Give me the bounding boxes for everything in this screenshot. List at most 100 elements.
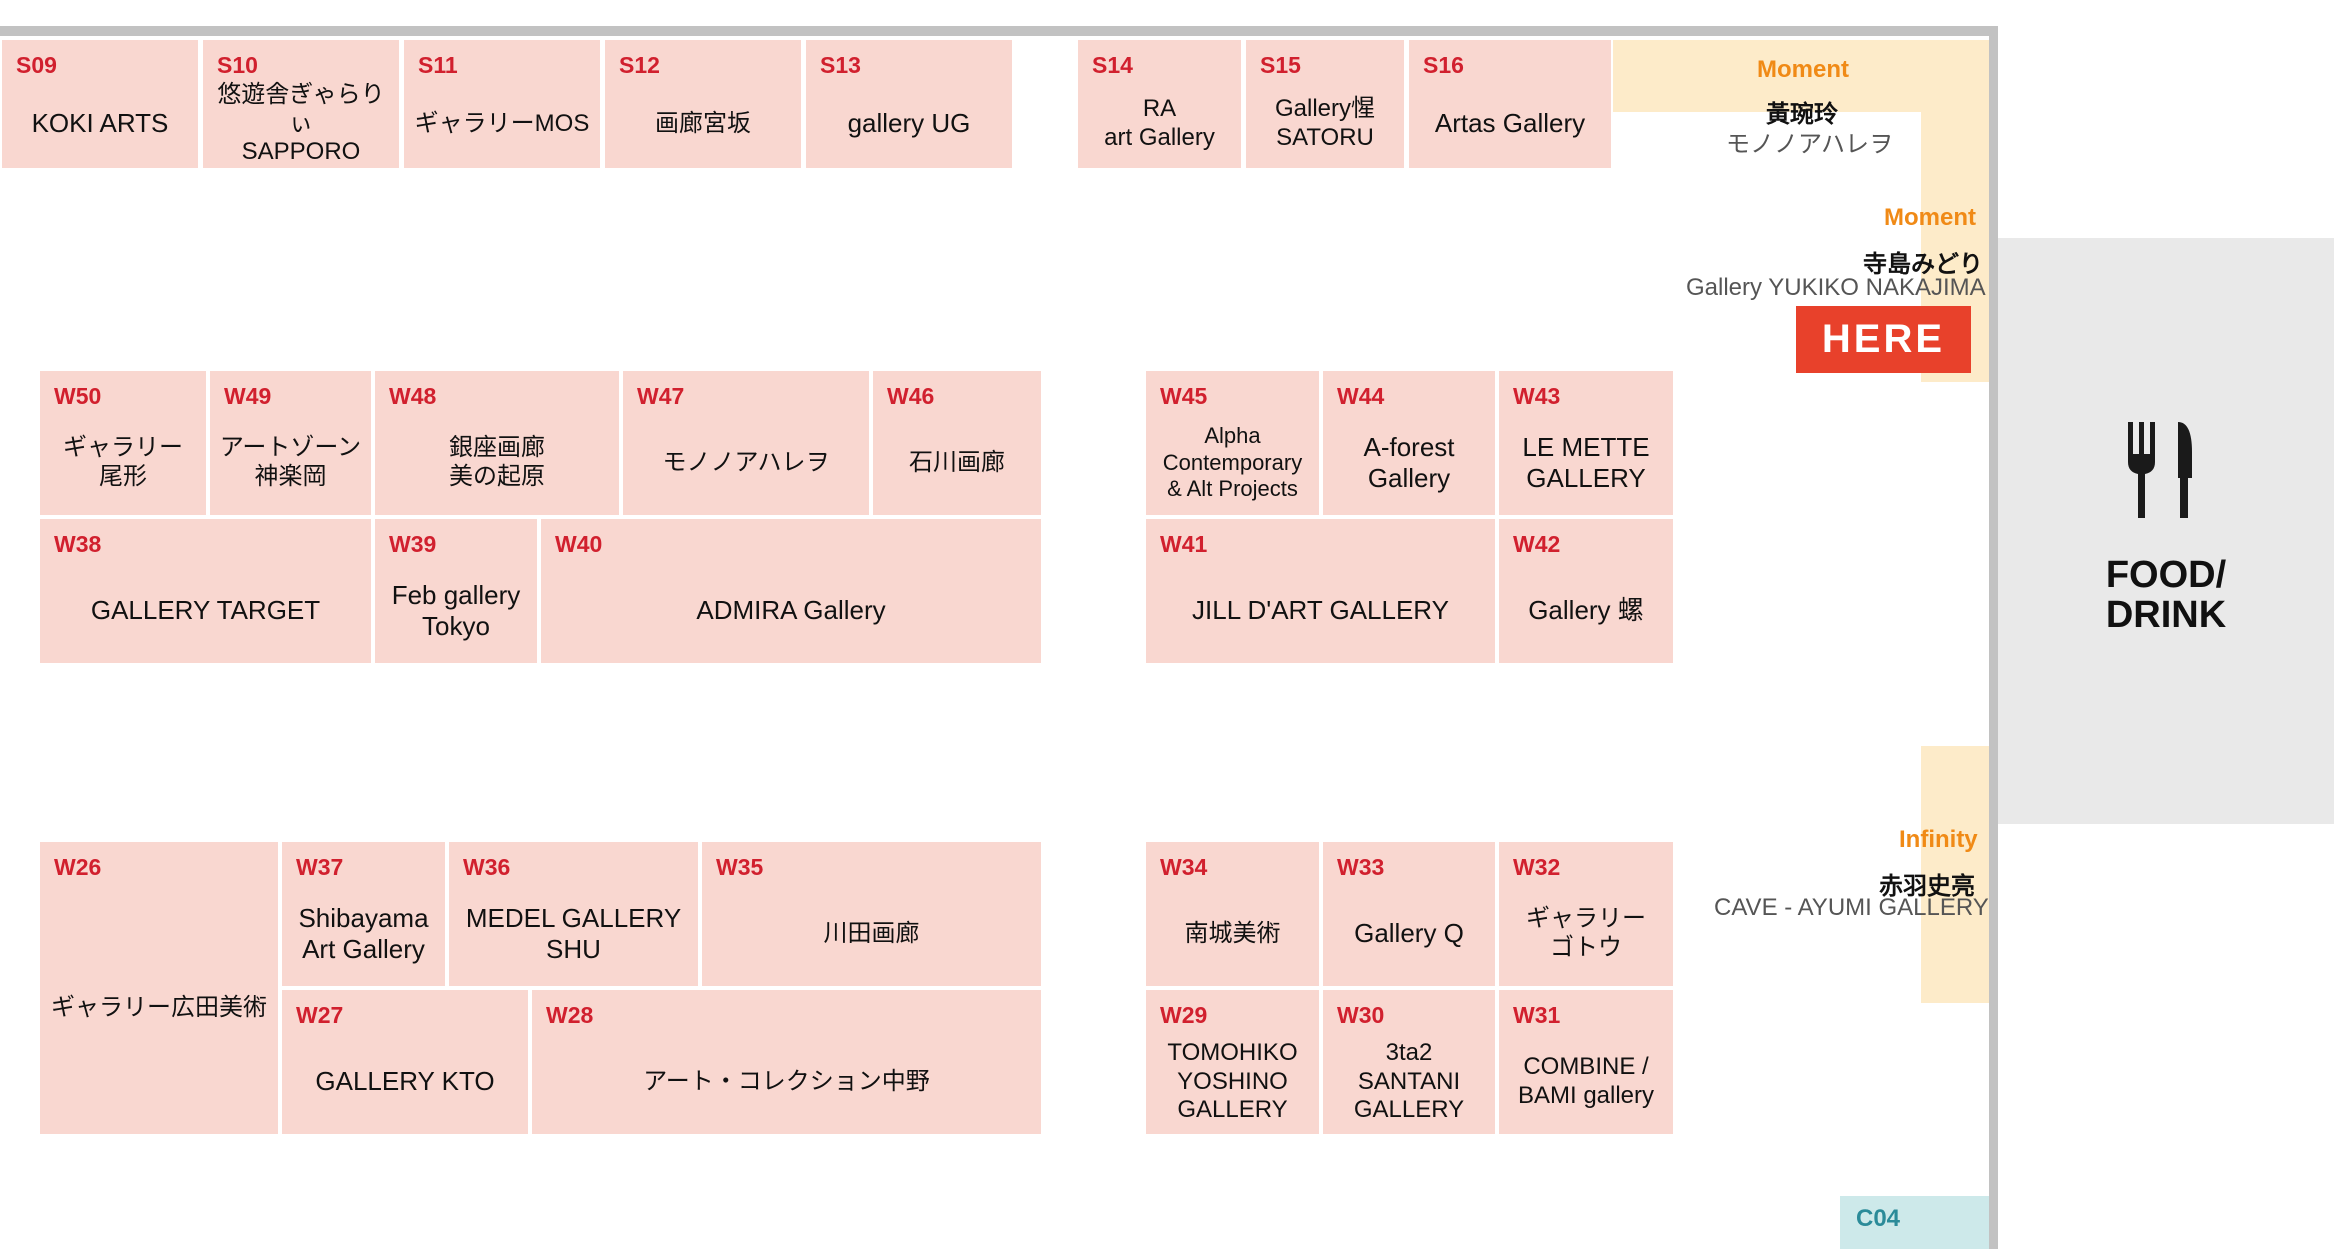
booth-name: COMBINE / BAMI gallery xyxy=(1517,1053,1655,1109)
booth-s09[interactable]: S09 KOKI ARTS xyxy=(2,40,198,168)
booth-name: Gallery惺 SATORU xyxy=(1274,95,1376,151)
booth-name: MEDEL GALLERY SHU xyxy=(465,902,682,964)
booth-w43[interactable]: W43 LE METTE GALLERY xyxy=(1499,371,1673,515)
booth-name: Gallery 螺 xyxy=(1528,595,1644,626)
booth-name: ADMIRA Gallery xyxy=(696,595,886,626)
booth-w50[interactable]: W50 ギャラリー 尾形 xyxy=(40,371,206,515)
moment-gallery-1: モノノアハレヲ xyxy=(1726,131,1894,158)
moment-artist-2: 寺島みどり xyxy=(1863,251,1983,278)
food-drink-label: FOOD/ DRINK xyxy=(2105,554,2227,636)
booth-code: W30 xyxy=(1337,1002,1385,1028)
booth-s11[interactable]: S11 ギャラリーMOS xyxy=(404,40,600,168)
infinity-label: Infinity xyxy=(1899,826,1978,853)
booth-code: W41 xyxy=(1160,531,1208,557)
booth-code: W48 xyxy=(389,383,437,409)
booth-s16[interactable]: S16 Artas Gallery xyxy=(1409,40,1611,168)
booth-name: 悠遊舎ぎゃらりぃ SAPPORO xyxy=(217,80,385,166)
booth-name: 南城美術 xyxy=(1184,919,1281,947)
booth-name: ギャラリーMOS xyxy=(414,109,590,137)
booth-code: W50 xyxy=(54,383,102,409)
booth-name: 銀座画廊 美の起原 xyxy=(449,434,545,490)
booth-name: ギャラリー 尾形 xyxy=(63,434,183,490)
booth-w49[interactable]: W49 アートゾーン 神楽岡 xyxy=(210,371,371,515)
booth-w44[interactable]: W44 A-forest Gallery xyxy=(1323,371,1495,515)
booth-name: Shibayama Art Gallery xyxy=(298,902,429,964)
booth-name: ギャラリー広田美術 xyxy=(51,993,267,1021)
booth-w32[interactable]: W32 ギャラリー ゴトウ xyxy=(1499,842,1673,986)
booth-code: W29 xyxy=(1160,1002,1208,1028)
booth-code: S15 xyxy=(1260,52,1301,78)
moment-label-1: Moment xyxy=(1757,56,1849,83)
booth-code: S14 xyxy=(1092,52,1133,78)
booth-code: W31 xyxy=(1513,1002,1561,1028)
booth-name: Alpha Contemporary & Alt Projects xyxy=(1162,422,1303,502)
booth-name: 川田画廊 xyxy=(823,919,920,947)
booth-code: W44 xyxy=(1337,383,1385,409)
booth-w39[interactable]: W39 Feb gallery Tokyo xyxy=(375,519,537,663)
booth-w29[interactable]: W29 TOMOHIKO YOSHINO GALLERY xyxy=(1146,990,1319,1134)
booth-name: GALLERY KTO xyxy=(315,1066,495,1097)
booth-code: W35 xyxy=(716,854,764,880)
booth-w40[interactable]: W40 ADMIRA Gallery xyxy=(541,519,1041,663)
booth-name: Gallery Q xyxy=(1354,918,1464,949)
booth-name: 画廊宮坂 xyxy=(655,109,751,137)
booth-name: モノノアハレヲ xyxy=(662,448,830,476)
booth-code: S13 xyxy=(820,52,861,78)
booth-w47[interactable]: W47 モノノアハレヲ xyxy=(623,371,869,515)
booth-w48[interactable]: W48 銀座画廊 美の起原 xyxy=(375,371,619,515)
booth-name: gallery UG xyxy=(847,108,971,139)
booth-w26[interactable]: W26 ギャラリー広田美術 xyxy=(40,842,278,1134)
infinity-artist: 赤羽史亮 xyxy=(1879,873,1975,900)
booth-s15[interactable]: S15 Gallery惺 SATORU xyxy=(1246,40,1404,168)
booth-w36[interactable]: W36 MEDEL GALLERY SHU xyxy=(449,842,698,986)
booth-code: W37 xyxy=(296,854,344,880)
booth-w38[interactable]: W38 GALLERY TARGET xyxy=(40,519,371,663)
booth-w41[interactable]: W41 JILL D'ART GALLERY xyxy=(1146,519,1495,663)
booth-code: W27 xyxy=(296,1002,344,1028)
booth-w28[interactable]: W28 アート・コレクション中野 xyxy=(532,990,1041,1134)
booth-code: C04 xyxy=(1856,1205,1901,1232)
booth-w34[interactable]: W34 南城美術 xyxy=(1146,842,1319,986)
booth-code: W42 xyxy=(1513,531,1561,557)
booth-code: S12 xyxy=(619,52,660,78)
booth-w45[interactable]: W45 Alpha Contemporary & Alt Projects xyxy=(1146,371,1319,515)
booth-code: W28 xyxy=(546,1002,594,1028)
booth-name: GALLERY TARGET xyxy=(90,595,321,626)
booth-code: W32 xyxy=(1513,854,1561,880)
booth-w35[interactable]: W35 川田画廊 xyxy=(702,842,1041,986)
booth-name: RA art Gallery xyxy=(1104,95,1215,151)
booth-code: W45 xyxy=(1160,383,1208,409)
booth-name: アート・コレクション中野 xyxy=(643,1067,930,1095)
booth-code: W26 xyxy=(54,854,102,880)
booth-w46[interactable]: W46 石川画廊 xyxy=(873,371,1041,515)
booth-s14[interactable]: S14 RA art Gallery xyxy=(1078,40,1241,168)
booth-w27[interactable]: W27 GALLERY KTO xyxy=(282,990,528,1134)
booth-code: W36 xyxy=(463,854,511,880)
booth-w30[interactable]: W30 3ta2 SANTANI GALLERY xyxy=(1323,990,1495,1134)
fork-knife-icon xyxy=(2128,422,2192,518)
booth-code: S09 xyxy=(16,52,57,78)
booth-w31[interactable]: W31 COMBINE / BAMI gallery xyxy=(1499,990,1673,1134)
booth-name: 石川画廊 xyxy=(909,448,1005,476)
booth-c04[interactable]: C04 xyxy=(1840,1196,1989,1249)
booth-s13[interactable]: S13 gallery UG xyxy=(806,40,1012,168)
booth-code: W49 xyxy=(224,383,272,409)
booth-code: S16 xyxy=(1423,52,1464,78)
booth-code: W33 xyxy=(1337,854,1385,880)
here-marker: HERE xyxy=(1796,306,1971,373)
booth-name: A-forest Gallery xyxy=(1363,431,1455,493)
booth-s10[interactable]: S10 悠遊舎ぎゃらりぃ SAPPORO xyxy=(203,40,399,168)
moment-gallery-2: Gallery YUKIKO NAKAJIMA xyxy=(1686,274,1986,301)
booth-code: W38 xyxy=(54,531,102,557)
booth-code: S10 xyxy=(217,52,258,78)
booth-code: W47 xyxy=(637,383,685,409)
booth-name: ギャラリー ゴトウ xyxy=(1526,905,1646,961)
booth-w42[interactable]: W42 Gallery 螺 xyxy=(1499,519,1673,663)
booth-w33[interactable]: W33 Gallery Q xyxy=(1323,842,1495,986)
booth-name: Artas Gallery xyxy=(1434,108,1586,139)
booth-code: W39 xyxy=(389,531,437,557)
booth-name: TOMOHIKO YOSHINO GALLERY xyxy=(1167,1038,1298,1124)
booth-s12[interactable]: S12 画廊宮坂 xyxy=(605,40,801,168)
booth-w37[interactable]: W37 Shibayama Art Gallery xyxy=(282,842,445,986)
food-drink-area: FOOD/ DRINK xyxy=(1998,238,2334,824)
